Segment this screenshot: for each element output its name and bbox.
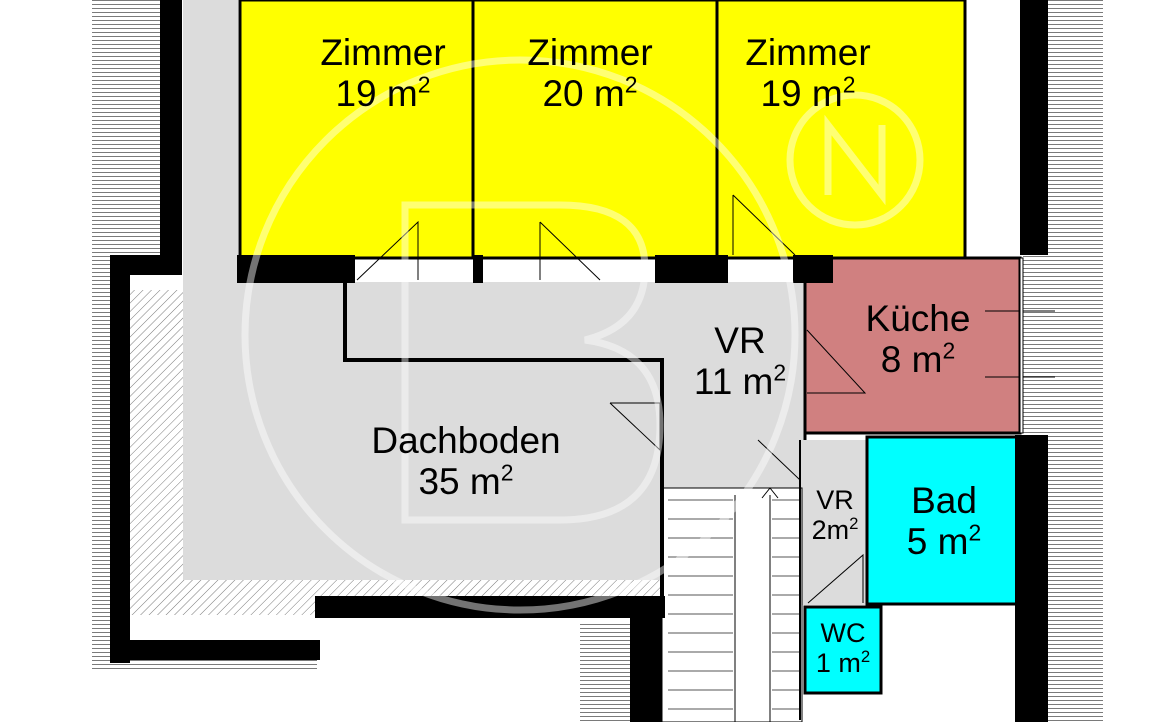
door-swings	[356, 194, 867, 604]
kueche-fill	[803, 256, 1022, 435]
attic-edge-hatch	[130, 290, 662, 615]
vr-small-floor	[800, 440, 867, 605]
attic-floor	[130, 0, 867, 615]
windows	[985, 257, 1055, 434]
zimmer-1-fill	[238, 0, 475, 260]
walls	[110, 0, 1048, 722]
wc-fill	[803, 605, 883, 695]
roof-hatch-left	[92, 0, 160, 258]
vr-main-floor	[345, 282, 805, 488]
rooms	[238, 0, 1022, 695]
bad-fill	[865, 435, 1022, 606]
dachboden-area	[183, 0, 662, 580]
zimmer-3-fill	[715, 0, 967, 260]
attic-wall-outline	[343, 283, 664, 596]
roof-hatch-right-2	[1023, 255, 1048, 435]
staircase	[661, 487, 803, 722]
watermark-logo	[241, 56, 924, 614]
zimmer-2-fill	[471, 0, 719, 260]
roof-hatch-right	[1048, 0, 1103, 722]
